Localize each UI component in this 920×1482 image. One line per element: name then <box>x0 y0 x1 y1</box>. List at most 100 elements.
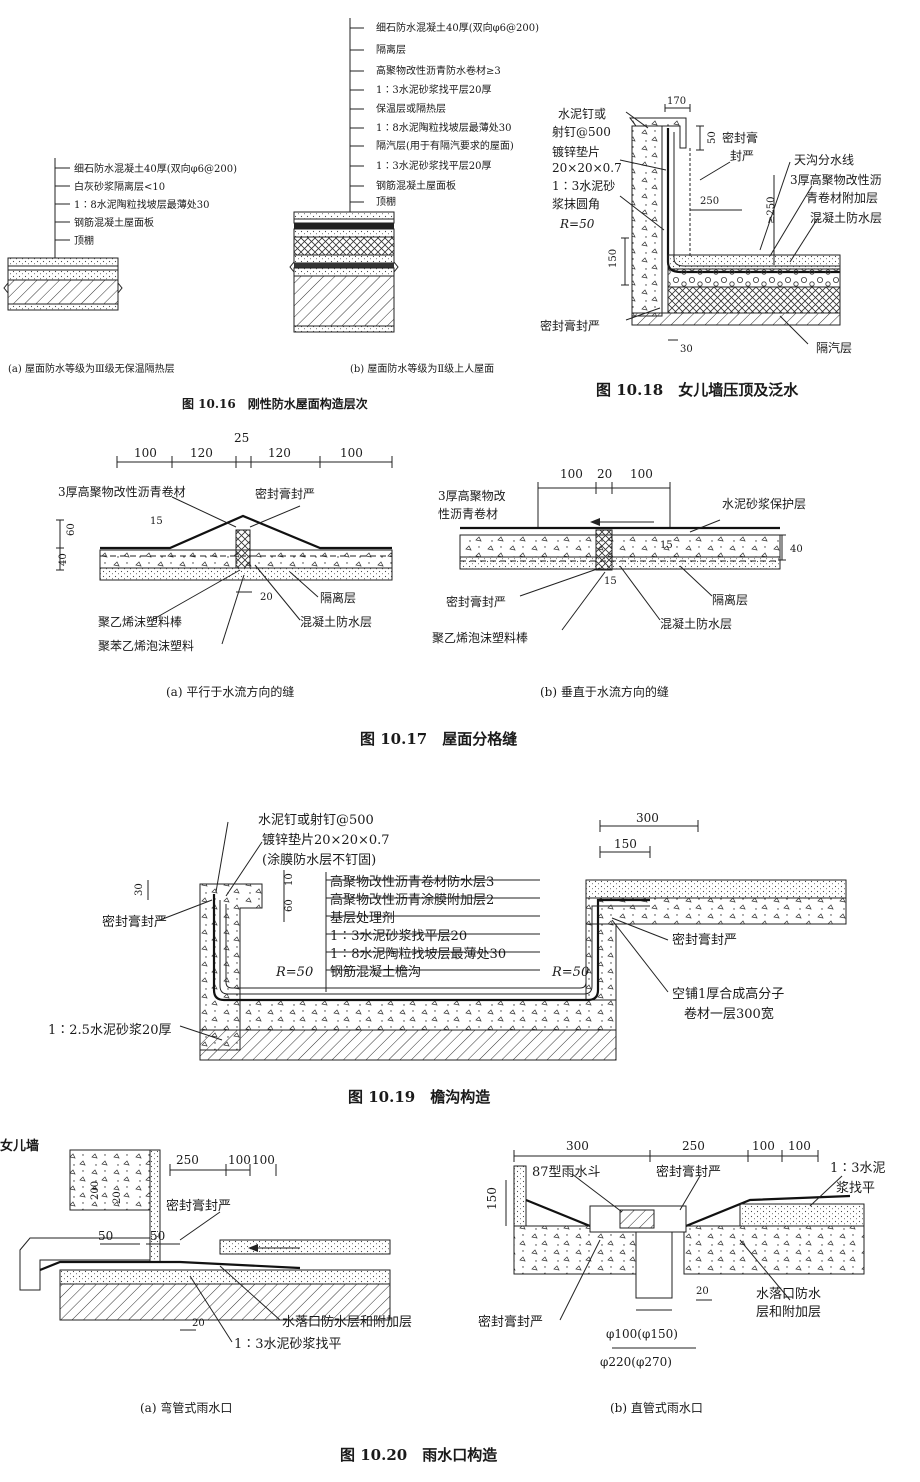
fig16b-labels: 细石防水混凝土40厚(双向φ6@200) 隔离层 高聚物改性沥青防水卷材≥3 1… <box>376 21 539 208</box>
fig20a-caption: (a) 弯管式雨水口 <box>140 1400 232 1415</box>
fig17a-membrane: 3厚高聚物改性沥青卷材 <box>58 484 186 499</box>
fig19-sealant-right: 密封膏封严 <box>672 932 737 948</box>
fig19-layer-6: 钢筋混凝土檐沟 <box>330 964 421 980</box>
fig19-dim-60: 60 <box>284 899 295 912</box>
fig16b-label-5: 保温层或隔热层 <box>376 102 446 115</box>
fig16a-caption: (a) 屋面防水等级为Ⅲ级无保温隔热层 <box>8 362 175 375</box>
fig17a-d20: 20 <box>260 592 273 603</box>
figure-10-19: 水泥钉或射钉@500 镀锌垫片20×20×0.7 (涂膜防水层不钉固) 高聚物改… <box>48 811 847 1106</box>
fig19-empty-1: 空铺1厚合成高分子 <box>672 986 784 1002</box>
fig17b-isolation: 隔离层 <box>712 592 748 607</box>
fig19-layer-4: 1∶3水泥砂浆找平层20 <box>330 929 467 944</box>
fig20b-dia-1: φ100(φ150) <box>606 1327 678 1341</box>
fig16b-label-9: 钢筋混凝土屋面板 <box>376 179 456 192</box>
fig19-dim-30: 30 <box>134 883 145 896</box>
fig16-title: 图 10.16 刚性防水屋面构造层次 <box>182 396 368 411</box>
fig17a-caption: (a) 平行于水流方向的缝 <box>166 684 294 699</box>
fig19-sealant-left: 密封膏封严 <box>102 914 167 930</box>
fig16b-caption: (b) 屋面防水等级为Ⅱ级上人屋面 <box>350 362 494 375</box>
fig18-nail-1: 水泥钉或 <box>558 107 606 121</box>
fig20a-outlet: 水落口防水层和附加层 <box>282 1314 412 1330</box>
fig17a-rod: 聚乙烯沫塑料棒 <box>98 614 182 629</box>
fig17a-d15: 15 <box>150 516 163 527</box>
fig16b-label-6: 1∶8水泥陶粒找坡层最薄处30 <box>376 121 511 134</box>
fig18-concrete: 混凝土防水层 <box>810 210 882 225</box>
fig16b-drawing <box>289 18 399 333</box>
fig19-no-nail: (涂膜防水层不钉固) <box>262 852 376 868</box>
fig20b-sealant-top: 密封膏封严 <box>656 1164 721 1180</box>
fig20a-dim-50b: 50 <box>150 1229 165 1243</box>
fig18-labels: 水泥钉或 射钉@500 镀锌垫片 20×20×0.7 1∶3水泥砂 浆抹圆角 R… <box>540 96 882 355</box>
fig18-dim-150: 150 <box>608 249 619 268</box>
fig17a-isolation: 隔离层 <box>320 590 356 605</box>
fig16a-drawing <box>3 158 123 311</box>
fig20b-hopper: 87型雨水斗 <box>532 1165 601 1180</box>
fig17b-drawing <box>459 482 786 631</box>
fig20a-dim-100a: 100 <box>228 1153 251 1167</box>
fig18-mortar-1: 1∶3水泥砂 <box>552 179 615 193</box>
fig20a-dim-100b: 100 <box>252 1153 275 1167</box>
fig18-membrane-2: 青卷材附加层 <box>806 190 878 205</box>
fig16a-label-1: 细石防水混凝土40厚(双向φ6@200) <box>74 162 237 175</box>
fig19-labels: 水泥钉或射钉@500 镀锌垫片20×20×0.7 (涂膜防水层不钉固) 高聚物改… <box>48 811 784 1038</box>
figure-10-18: 水泥钉或 射钉@500 镀锌垫片 20×20×0.7 1∶3水泥砂 浆抹圆角 R… <box>540 96 882 399</box>
fig16b-label-2: 隔离层 <box>376 43 406 56</box>
fig20a-dim-50a: 50 <box>98 1229 113 1243</box>
fig16b-label-3: 高聚物改性沥青防水卷材≥3 <box>376 64 501 77</box>
fig20b-mortar-2: 浆找平 <box>836 1181 875 1196</box>
fig18-dim-250: 250 <box>700 196 719 207</box>
fig20b-dia-2: φ220(φ270) <box>600 1355 672 1369</box>
fig19-r-left: R=50 <box>275 965 313 980</box>
fig17a-concrete: 混凝土防水层 <box>300 614 372 629</box>
fig18-sealant-1: 密封膏 <box>722 130 758 145</box>
fig20b-dim-250: 250 <box>682 1139 705 1153</box>
fig18-nail-2: 射钉@500 <box>552 124 611 139</box>
fig17b-labels: 100 20 100 3厚高聚物改 性沥青卷材 水泥砂浆保护层 15 40 15… <box>432 467 806 645</box>
fig16b-label-10: 顶棚 <box>376 195 396 208</box>
fig19-r-right: R=50 <box>551 965 589 980</box>
figure-10-16: 细石防水混凝土40厚(双向φ6@200) 白灰砂浆隔离层<10 1∶8水泥陶粒找… <box>3 18 539 411</box>
fig20b-dim-20: 20 <box>696 1286 709 1297</box>
fig18-pad-1: 镀锌垫片 <box>552 144 600 159</box>
fig17b-d15b: 15 <box>604 576 617 587</box>
fig19-empty-2: 卷材一层300宽 <box>684 1006 774 1022</box>
fig18-drawing <box>619 104 841 345</box>
fig17b-dim-3: 100 <box>630 467 653 481</box>
fig17b-membrane-1: 3厚高聚物改 <box>438 488 506 503</box>
fig19-pad: 镀锌垫片20×20×0.7 <box>262 832 390 848</box>
fig17b-caption: (b) 垂直于水流方向的缝 <box>540 684 669 699</box>
fig20b-mortar-1: 1∶3水泥 <box>830 1161 886 1176</box>
fig18-dim-30: 30 <box>680 344 693 355</box>
fig18-vapor: 隔汽层 <box>816 340 852 355</box>
fig16b-label-4: 1∶3水泥砂浆找平层20厚 <box>376 83 491 96</box>
fig17a-drawing <box>56 456 393 645</box>
fig18-gutter-line: 天沟分水线 <box>794 153 854 167</box>
fig17a-labels: 100 120 25 120 100 3厚高聚物改性沥青卷材 密封膏封严 15 … <box>58 431 372 653</box>
fig17b-sealant: 密封膏封严 <box>446 594 506 609</box>
fig20b-drawing <box>505 1150 865 1349</box>
fig16b-label-7: 隔汽层(用于有隔汽要求的屋面) <box>376 139 514 152</box>
fig16a-label-4: 钢筋混凝土屋面板 <box>74 216 154 229</box>
fig19-drawing <box>147 820 847 1061</box>
fig20a-mortar: 1∶3水泥砂浆找平 <box>234 1337 342 1352</box>
fig19-dim-150: 150 <box>614 837 637 851</box>
fig17a-foam: 聚苯乙烯泡沫塑料 <box>98 638 194 653</box>
fig16a-labels: 细石防水混凝土40厚(双向φ6@200) 白灰砂浆隔离层<10 1∶8水泥陶粒找… <box>74 162 237 247</box>
fig17a-d60: 60 <box>66 523 77 536</box>
fig17b-rod: 聚乙烯泡沫塑料棒 <box>432 630 528 645</box>
fig20b-sealant-bottom: 密封膏封严 <box>478 1314 543 1330</box>
fig18-radius: R=50 <box>559 217 595 231</box>
fig20a-wall: 女儿墙 <box>0 1138 39 1154</box>
fig20a-dim-20b: 20 <box>192 1318 205 1329</box>
fig19-dim-300: 300 <box>636 811 659 825</box>
fig16a-label-3: 1∶8水泥陶粒找坡层最薄处30 <box>74 198 209 211</box>
fig20b-caption: (b) 直管式雨水口 <box>610 1400 703 1415</box>
fig19-layer-3: 基层处理剂 <box>330 911 395 926</box>
fig17b-membrane-2: 性沥青卷材 <box>438 506 498 521</box>
fig19-title: 图 10.19 檐沟构造 <box>348 1088 490 1106</box>
fig18-mortar-2: 浆抹圆角 <box>552 196 600 211</box>
fig20b-outlet-2: 层和附加层 <box>756 1305 821 1320</box>
fig17b-dim-2: 20 <box>597 467 612 481</box>
fig16a-label-2: 白灰砂浆隔离层<10 <box>74 180 165 193</box>
